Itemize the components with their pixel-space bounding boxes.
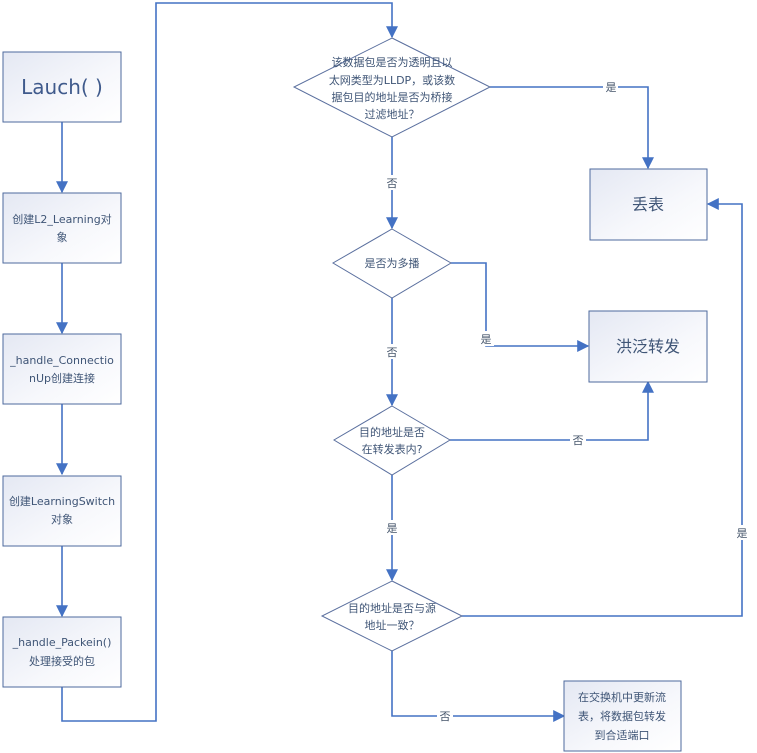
node-packet-in-line-1: _handle_Packein() (12, 636, 112, 649)
decision-lldp-line-1: 该数据包是否为透明且以 (332, 55, 453, 69)
edge-same-addr-yes-to-drop (462, 198, 743, 617)
node-update-flow-line-1: 在交换机中更新流 (578, 690, 666, 704)
edge-label-in-table-yes: 是 (387, 522, 398, 535)
decision-lldp-line-3: 据包目的地址是否为桥接 (332, 90, 453, 104)
decision-lldp-line-4: 过滤地址？ (365, 107, 420, 121)
edge-label-same-addr-no: 否 (440, 710, 451, 723)
node-update-flow-line-2: 表，将数据包转发 (578, 709, 666, 723)
edge-in-table-no-to-flood (450, 380, 654, 441)
edge-multicast-yes-to-flood (451, 262, 590, 352)
decision-multicast-label: 是否为多播 (365, 256, 420, 270)
node-launch: Lauch( ) (2, 51, 122, 123)
edges (56, 2, 743, 722)
edge-label-lldp-no: 否 (387, 177, 398, 190)
node-create-l2-line-2: 象 (57, 231, 68, 244)
decision-same-address: 目的地址是否与源 地址一致？ (320, 580, 464, 652)
node-create-switch-line-2: 对象 (51, 512, 73, 526)
node-flood: 洪泛转发 (588, 310, 708, 383)
edge-label-in-table-no: 否 (573, 434, 584, 447)
decision-in-table: 目的地址是否 在转发表内? (333, 405, 451, 476)
node-create-switch-line-1: 创建LearningSwitch (9, 494, 115, 508)
node-create-l2-line-1: 创建L2_Learning对 (12, 212, 111, 226)
node-connection-up-line-2: nUp创建连接 (29, 371, 95, 385)
edge-label-multicast-yes: 是 (481, 333, 492, 346)
node-flood-label: 洪泛转发 (616, 337, 680, 356)
edge-labels: 是 否 是 否 否 是 是 否 (384, 79, 750, 724)
edge-lldp-yes-to-drop (490, 86, 654, 170)
node-packet-in-line-2: 处理接受的包 (29, 654, 95, 668)
node-update-flow: 在交换机中更新流 表，将数据包转发 到合适端口 (563, 680, 682, 752)
edge-label-multicast-no: 否 (387, 346, 398, 359)
edge-label-same-addr-yes: 是 (737, 527, 748, 540)
node-connection-up: _handle_Connectio nUp创建连接 (2, 333, 122, 405)
node-create-l2: 创建L2_Learning对 象 (2, 192, 122, 264)
edge-label-lldp-yes: 是 (606, 81, 617, 94)
node-create-switch: 创建LearningSwitch 对象 (2, 475, 122, 547)
decision-lldp: 该数据包是否为透明且以 太网类型为LLDP，或该数 据包目的地址是否为桥接 过滤… (292, 37, 492, 138)
node-update-flow-line-3: 到合适端口 (595, 728, 650, 742)
node-drop: 丢表 (589, 168, 708, 241)
node-connection-up-line-1: _handle_Connectio (9, 354, 114, 367)
decision-in-table-line-1: 目的地址是否 (359, 425, 425, 439)
node-drop-label: 丢表 (632, 195, 664, 214)
edge-packet-in-to-decision-lldp (61, 2, 398, 722)
edge-same-addr-no-to-update-flow (391, 651, 566, 722)
decision-same-address-line-2: 地址一致？ (365, 618, 420, 632)
decision-multicast: 是否为多播 (332, 228, 452, 299)
decision-same-address-line-1: 目的地址是否与源 (348, 601, 436, 615)
decision-lldp-line-2: 太网类型为LLDP，或该数 (329, 73, 455, 87)
decision-in-table-line-2: 在转发表内? (362, 442, 423, 456)
node-packet-in: _handle_Packein() 处理接受的包 (2, 616, 122, 688)
node-launch-label: Lauch( ) (21, 75, 103, 99)
